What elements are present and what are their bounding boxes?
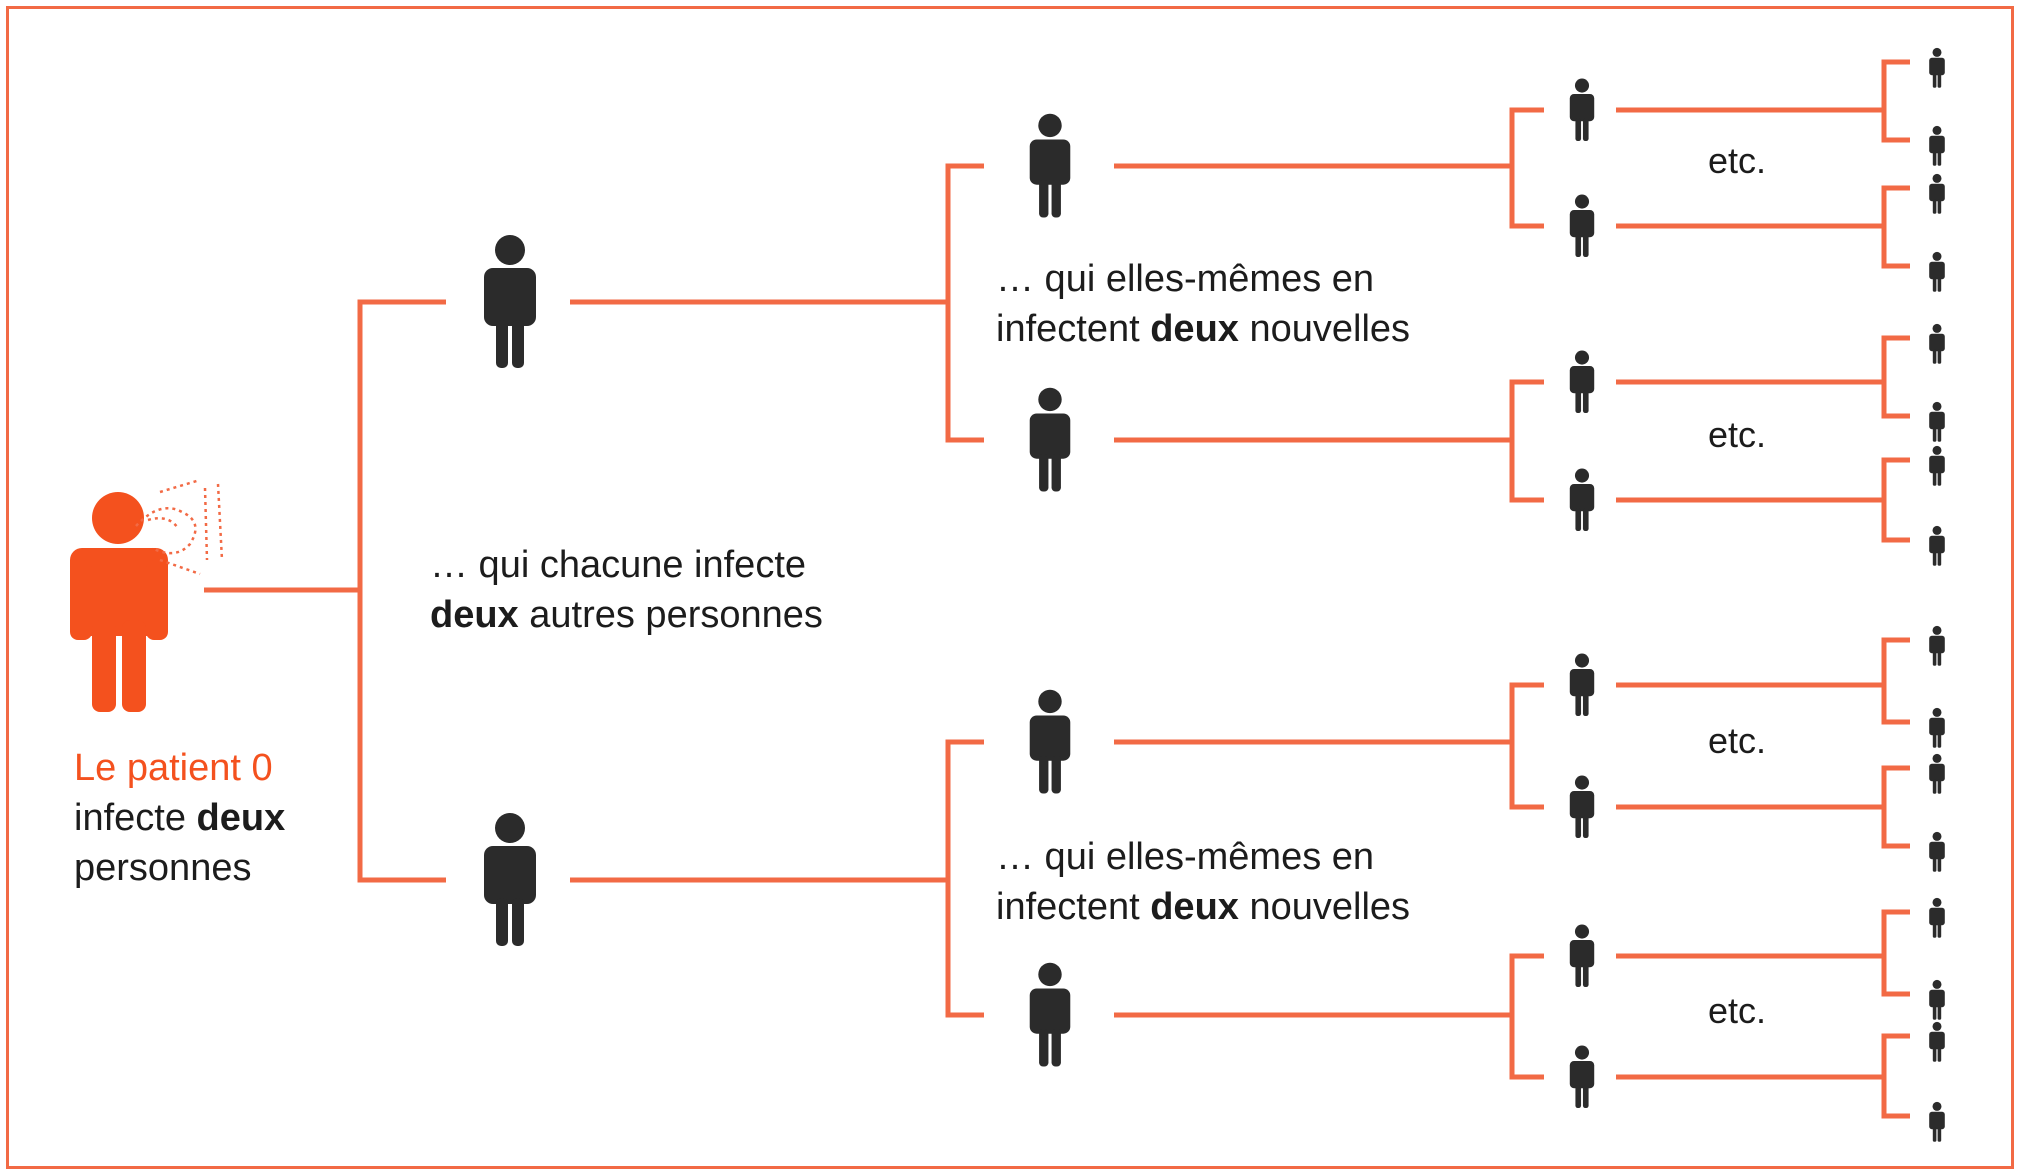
person-icon [1929,323,1945,364]
bracket-gen4-0-0-0 [1881,59,1910,143]
bracket-gen4-1-0-1 [1881,765,1910,849]
person-icon [1929,707,1945,748]
person-icon [1929,1101,1945,1142]
gen2-top-line2: infectent deux nouvelles [996,304,1410,354]
etc-label-2: etc. [1708,414,1767,455]
person-icon [1929,173,1945,214]
person-icon [484,235,536,368]
etc-label-1: etc. [1708,140,1767,181]
person-icon [1929,625,1945,666]
gen2-top-line2-bold: deux [1150,308,1239,350]
tree-connector-lines [204,59,1910,1119]
gen2-bottom-line1: … qui elles-mêmes en [996,836,1375,878]
person-icon [1929,753,1945,794]
bracket-gen4-1-0-0 [1881,637,1910,725]
gen1-caption: … qui chacune infecte deux autres person… [430,540,823,640]
diagram-frame [6,6,2014,1169]
bracket-gen3-1-1 [1509,953,1544,1080]
bracket-gen4-1-1-0 [1881,909,1910,997]
patient-line2: infecte deux [74,793,285,843]
gen1-line2-bold: deux [430,594,519,636]
person-icon [1929,125,1945,166]
person-icon [1029,387,1071,492]
person-icon [1929,401,1945,442]
gen1-line2: deux autres personnes [430,590,823,640]
gen1-line1: … qui chacune infecte [430,544,807,586]
person-icon [1929,897,1945,938]
patient-caption: Le patient 0 infecte deux personnes [74,743,285,893]
bracket-gen4-0-1-0 [1881,335,1910,419]
person-icon [1569,775,1595,839]
person-icon [1569,194,1595,258]
person-icon [1029,962,1071,1067]
gen2-bottom-line2: infectent deux nouvelles [996,882,1410,932]
bracket-gen3-1-0 [1509,682,1544,810]
person-icon [1929,445,1945,486]
person-icon [1569,1045,1595,1109]
person-icon [1929,47,1945,88]
person-icon [1929,525,1945,566]
bracket-gen4-1-1-1 [1881,1033,1910,1119]
bracket-gen4-0-0-1 [1881,185,1910,269]
gen2-caption-bottom: … qui elles-mêmes en infectent deux nouv… [996,832,1410,932]
sneezing-person-icon [70,478,224,712]
person-icon [1029,113,1071,218]
bracket-gen3-0-0 [1509,107,1544,229]
bracket-gen1 [357,299,446,883]
gen2-top-line2-rest: nouvelles [1238,308,1411,350]
person-icon [1929,251,1945,292]
bracket-gen2-1 [945,739,984,1018]
sneeze-spray-icon [135,478,224,576]
bracket-gen2-0 [945,163,984,443]
gen2-top-line2-text: infectent [996,308,1151,350]
gen2-caption-top: … qui elles-mêmes en infectent deux nouv… [996,254,1410,354]
gen2-bottom-line2-text: infectent [996,886,1151,928]
gen2-bottom-line2-bold: deux [1150,886,1239,928]
patient-title: Le patient 0 [74,747,273,789]
gen2-bottom-line2-rest: nouvelles [1238,886,1411,928]
person-icon [1569,468,1595,532]
patient-line2-bold: deux [196,797,286,839]
person-icon [1569,78,1595,142]
etc-label-4: etc. [1708,990,1767,1031]
person-icon [1029,689,1071,794]
patient-line2-text: infecte [74,797,197,839]
bracket-gen4-0-1-1 [1881,457,1910,543]
person-icon [1929,1021,1945,1062]
gen1-line2-text: autres personnes [518,594,823,636]
person-icon [1569,653,1595,717]
person-icon [1569,350,1595,414]
person-icon [1929,979,1945,1020]
etc-label-3: etc. [1708,720,1767,761]
person-icon [1929,831,1945,872]
person-icon [484,813,536,946]
person-icon [1569,924,1595,988]
gen2-top-line1: … qui elles-mêmes en [996,258,1375,300]
patient-line3: personnes [74,847,252,889]
bracket-gen3-0-1 [1509,379,1544,503]
